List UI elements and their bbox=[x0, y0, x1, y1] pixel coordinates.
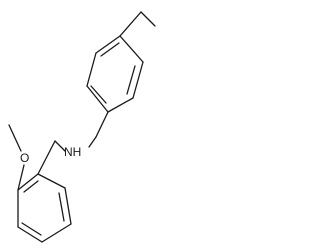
ring-double-bond-inner bbox=[21, 222, 42, 236]
aryl-oxygen-bond bbox=[17, 164, 25, 191]
ring-bond bbox=[107, 97, 134, 113]
methyl-oxygen-bond bbox=[8, 124, 22, 152]
amine-bond-right bbox=[88, 136, 97, 148]
amine-label: NH bbox=[64, 145, 81, 159]
ring-bond bbox=[41, 223, 72, 243]
amine-bond-left bbox=[54, 140, 66, 152]
ethyl-ring-bond bbox=[119, 11, 142, 37]
methoxyphenyl-ring bbox=[17, 173, 72, 243]
ring-bond bbox=[95, 35, 121, 54]
ring-bond bbox=[132, 61, 144, 99]
benzylic-bond-upper bbox=[95, 111, 109, 138]
ring-bond bbox=[86, 85, 109, 113]
ring-double-bond-inner bbox=[23, 180, 39, 193]
oxygen-label: O bbox=[20, 151, 29, 165]
ring-bond bbox=[17, 173, 39, 191]
ring-bond bbox=[37, 173, 66, 189]
structure-diagram: NH O bbox=[8, 11, 156, 243]
ring-double-bond-inner bbox=[126, 65, 136, 95]
ring-double-bond-inner bbox=[100, 42, 120, 57]
ethylphenyl-ring bbox=[86, 35, 144, 113]
ring-bond bbox=[119, 35, 144, 63]
ring-bond bbox=[86, 52, 97, 87]
ring-double-bond-inner bbox=[90, 85, 107, 104]
ring-bond bbox=[17, 226, 43, 243]
ethyl-terminal-bond bbox=[140, 11, 156, 27]
ring-double-bond-inner bbox=[58, 192, 65, 222]
benzylic-bond-lower bbox=[37, 140, 56, 175]
ring-bond bbox=[64, 187, 72, 225]
